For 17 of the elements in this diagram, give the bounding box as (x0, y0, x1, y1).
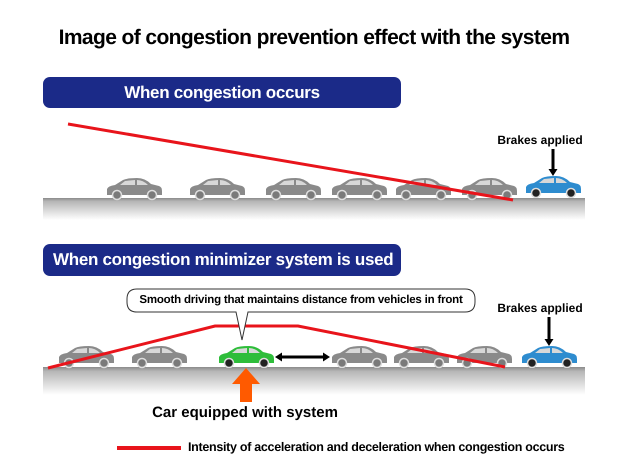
caption-label: Car equipped with system (140, 402, 350, 424)
speech-bubble (126, 288, 476, 340)
section-header: When congestion minimizer system is used (43, 244, 401, 276)
legend-text: Intensity of acceleration and deceleration when congestion occurs (188, 440, 566, 456)
callout-label: Brakes applied (490, 299, 590, 317)
arrow (548, 149, 558, 176)
section-header: When congestion occurs (43, 77, 401, 108)
title: Image of congestion prevention effect with the system (58, 26, 570, 51)
arrow (232, 368, 260, 402)
bubble-text: Smooth driving that maintains distance from vehicles in front (138, 293, 464, 308)
arrow (275, 352, 330, 362)
car-icon (524, 176, 582, 198)
car-icon (520, 346, 578, 368)
car-icon (330, 346, 388, 368)
arrow (544, 317, 554, 346)
callout-label: Brakes applied (490, 131, 590, 149)
car-icon (217, 346, 275, 368)
